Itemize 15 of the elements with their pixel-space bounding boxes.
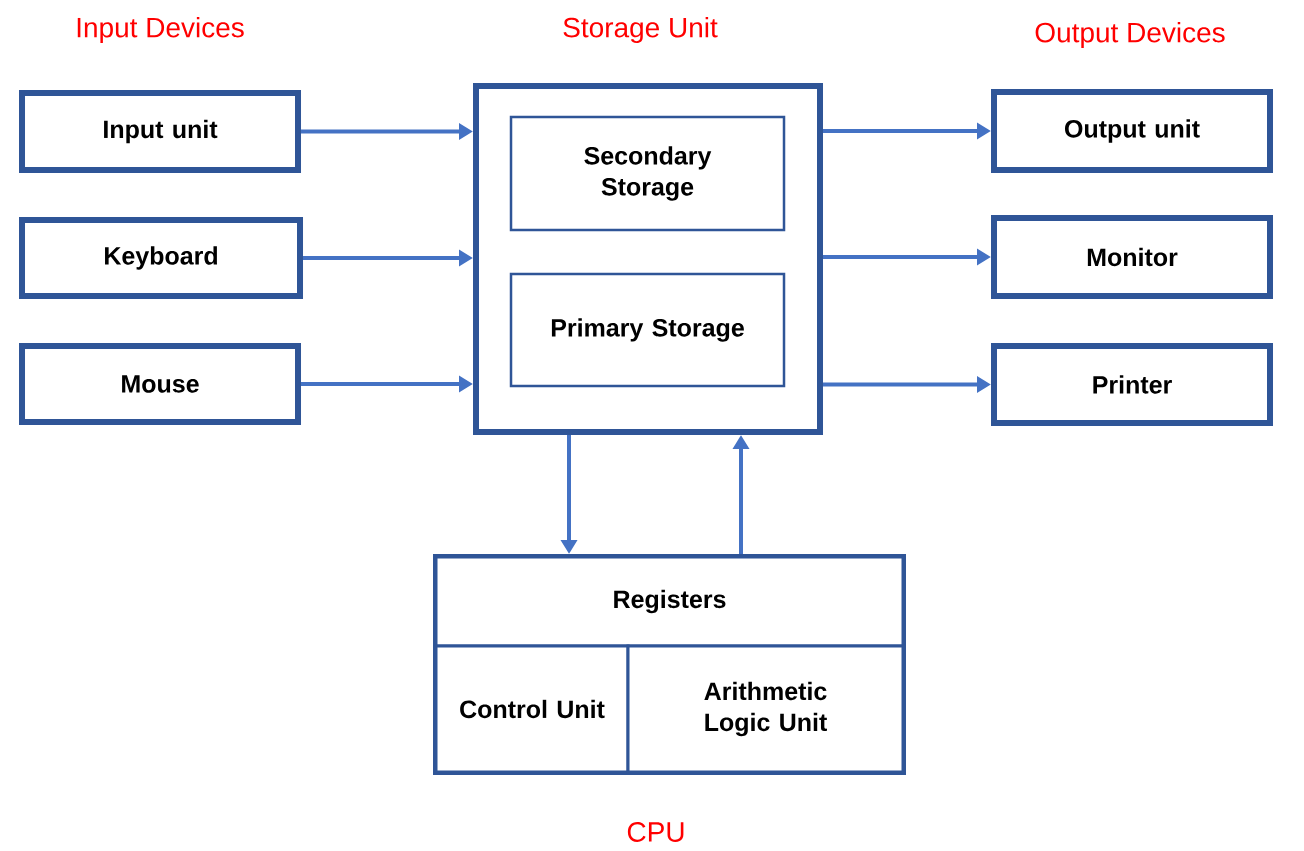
unit-box: Output unit xyxy=(991,89,1273,173)
unit-box: Monitor xyxy=(991,215,1273,299)
group-label: Input Devices xyxy=(77,16,244,44)
unit-box: Input unit xyxy=(19,90,301,173)
cpu-cell: Control Unit xyxy=(434,644,630,774)
unit-box: Keyboard xyxy=(19,217,303,299)
unit-box: Printer xyxy=(991,343,1273,426)
heading: Storage Unit xyxy=(563,16,718,44)
storage-box: Primary Storage xyxy=(509,272,786,388)
cpu-cell: Arithmetic Logic Unit xyxy=(626,644,905,774)
unit-box: Mouse xyxy=(19,343,301,425)
heading: CPU xyxy=(627,822,684,842)
cpu-cell: Registers xyxy=(434,555,905,648)
group-label: Output Devices xyxy=(1035,21,1225,49)
storage-box: Secondary Storage xyxy=(509,115,786,232)
